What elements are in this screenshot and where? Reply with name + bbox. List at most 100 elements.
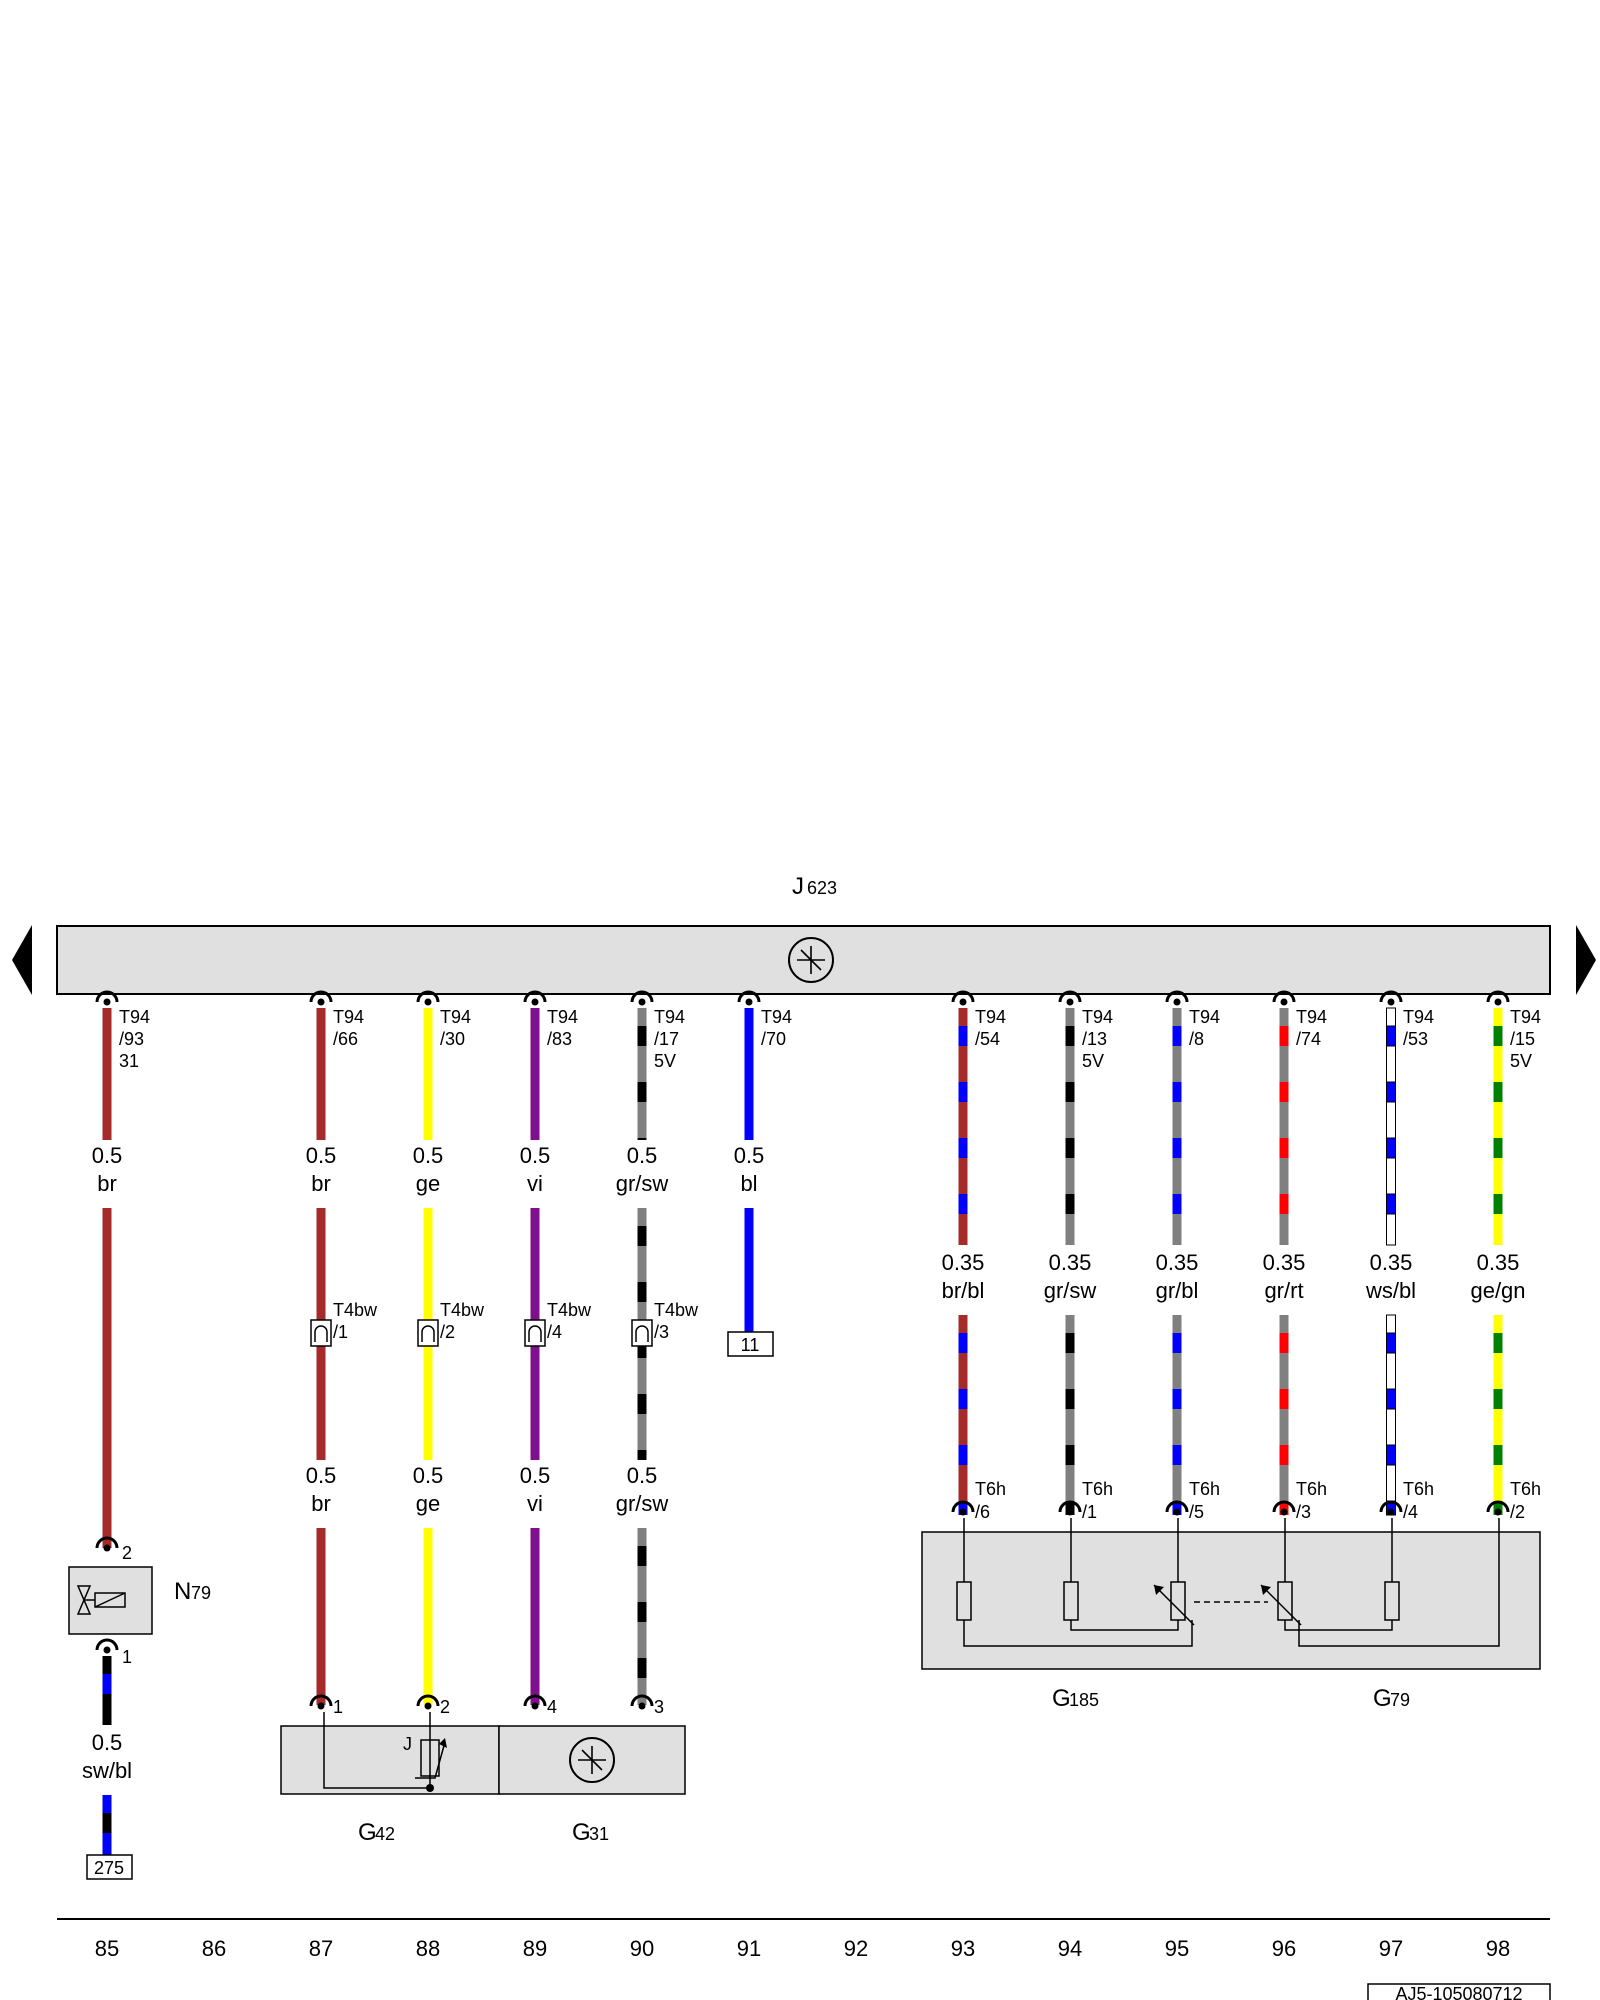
wire-gauge-col-13: 0.35	[1477, 1250, 1520, 1275]
heater-element-icon	[76, 1585, 126, 1615]
column-number-86: 86	[202, 1936, 226, 1961]
wire-gauge-col-12: 0.35	[1370, 1250, 1413, 1275]
footer-code-label: AJ5-105080712	[1395, 1984, 1522, 2000]
temperature-sensor-icon	[415, 1738, 447, 1792]
plug-t6h-col-8	[951, 1500, 975, 1516]
control-unit-label-prefix: J	[792, 873, 803, 900]
t6h-pin-col-9: /1	[1082, 1502, 1097, 1522]
component-n79: 2 1 N 79	[68, 1543, 211, 1667]
plug-t94-col-3	[416, 990, 440, 1006]
wire-lower-col-12	[1386, 1314, 1396, 1516]
reference-11-label: 11	[741, 1335, 760, 1355]
t6h-pin-col-11: /3	[1296, 1502, 1311, 1522]
t6h-label-col-12: T6h	[1403, 1479, 1434, 1499]
wire-bl-ref	[744, 1208, 754, 1332]
wire-lower-col-13	[1493, 1315, 1503, 1515]
wire-gauge-col-11: 0.35	[1263, 1250, 1306, 1275]
t6h-pin-col-8: /6	[975, 1502, 990, 1522]
plug-t94-col-10	[1165, 990, 1189, 1006]
wire-gauge-lower-col-3: 0.5	[413, 1463, 444, 1488]
wire-gauge-col-4: 0.5	[520, 1143, 551, 1168]
wire-lower-col-2	[316, 1528, 326, 1705]
t6h-label-col-11: T6h	[1296, 1479, 1327, 1499]
g42-pin-col-3: 2	[440, 1697, 450, 1717]
wire-color-col-9: gr/sw	[1044, 1278, 1097, 1303]
t6h-pin-col-13: /2	[1510, 1502, 1525, 1522]
wire-lower-col-11	[1279, 1315, 1289, 1515]
g79-label-suffix: 79	[1390, 1690, 1410, 1710]
pin-label-col-4-1: /83	[547, 1029, 572, 1049]
wire-upper-col-4	[530, 1008, 540, 1140]
t4bw-pin-col-2: /1	[333, 1322, 348, 1342]
pin-label-col-12-0: T94	[1403, 1007, 1434, 1027]
pin-label-col-5-0: T94	[654, 1007, 685, 1027]
g42-pin-col-4: 4	[547, 1697, 557, 1717]
plug-t94-col-8	[951, 990, 975, 1006]
wire-color-col-5: gr/sw	[616, 1171, 669, 1196]
column-number-97: 97	[1379, 1936, 1403, 1961]
reference-box-275: 275	[86, 1854, 133, 1880]
g185-label-suffix: 185	[1069, 1690, 1099, 1710]
plug-t94-col-9	[1058, 990, 1082, 1006]
pin-label-col-8-0: T94	[975, 1007, 1006, 1027]
column-number-88: 88	[416, 1936, 440, 1961]
control-unit-label-suffix: 623	[807, 878, 837, 898]
previous-page-arrow-icon[interactable]	[12, 925, 32, 995]
t4bw-pin-col-3: /2	[440, 1322, 455, 1342]
wire-lower-col-9	[1065, 1315, 1075, 1515]
next-page-arrow-icon[interactable]	[1576, 925, 1596, 995]
g42-label-suffix: 42	[375, 1824, 395, 1844]
g31-label-suffix: 31	[589, 1824, 609, 1844]
reference-box-11: 11	[727, 1331, 774, 1357]
wires-layer	[102, 1007, 1503, 1855]
pin-label-col-9-2: 5V	[1082, 1051, 1104, 1071]
pressure-sensor-icon	[569, 1737, 615, 1783]
wire-gauge-col-6: 0.5	[734, 1143, 765, 1168]
column-number-91: 91	[737, 1936, 761, 1961]
column-number-96: 96	[1272, 1936, 1296, 1961]
connector-t4bw-col-3	[417, 1319, 439, 1347]
wire-upper-col-10	[1172, 1008, 1182, 1245]
t4bw-pin-col-4: /4	[547, 1322, 562, 1342]
wire-color-col-4: vi	[527, 1171, 543, 1196]
column-number-85: 85	[95, 1936, 119, 1961]
pin-label-col-0-2: 31	[119, 1051, 139, 1071]
pin-label-col-12-1: /53	[1403, 1029, 1428, 1049]
control-unit-j623: J 623	[56, 873, 1551, 995]
t4bw-pin-col-5: /3	[654, 1322, 669, 1342]
wire-color-col-6: bl	[740, 1171, 757, 1196]
wire-lower-col-10	[1172, 1315, 1182, 1515]
plug-t6h-col-9	[1058, 1500, 1082, 1516]
g79-label-prefix: G	[1373, 1685, 1390, 1712]
t6h-label-col-9: T6h	[1082, 1479, 1113, 1499]
wire-gauge-col-3: 0.5	[413, 1143, 444, 1168]
pin-label-col-9-0: T94	[1082, 1007, 1113, 1027]
n79-pin-bottom: 1	[122, 1647, 132, 1667]
t6h-pin-col-12: /4	[1403, 1502, 1418, 1522]
pin-label-col-6-1: /70	[761, 1029, 786, 1049]
wire-upper-col-3	[423, 1008, 433, 1140]
column-number-98: 98	[1486, 1936, 1510, 1961]
reference-275-label: 275	[94, 1858, 124, 1878]
g42-inner-label: J	[403, 1734, 412, 1754]
wire-color-col-10: gr/bl	[1156, 1278, 1199, 1303]
plug-g42-col-3	[416, 1694, 440, 1710]
plug-g42-col-5	[630, 1694, 654, 1710]
wire-color-col-12: ws/bl	[1365, 1278, 1416, 1303]
g185-g79-panel	[921, 1531, 1541, 1670]
t6h-label-col-13: T6h	[1510, 1479, 1541, 1499]
connector-t4bw-col-4	[524, 1319, 546, 1347]
pin-label-col-13-2: 5V	[1510, 1051, 1532, 1071]
wire-color-col-11: gr/rt	[1264, 1278, 1303, 1303]
t4bw-label-col-3: T4bw	[440, 1300, 485, 1320]
wire-upper-col-9	[1065, 1008, 1075, 1245]
wire-lower-col-8	[958, 1315, 968, 1515]
column-number-94: 94	[1058, 1936, 1082, 1961]
g42-pin-col-2: 1	[333, 1697, 343, 1717]
wire-color-lower-col-3: ge	[416, 1491, 440, 1516]
plug-t94-col-12	[1379, 990, 1403, 1006]
connector-t4bw-col-5	[631, 1319, 653, 1347]
plug-t6h-col-10	[1165, 1500, 1189, 1516]
